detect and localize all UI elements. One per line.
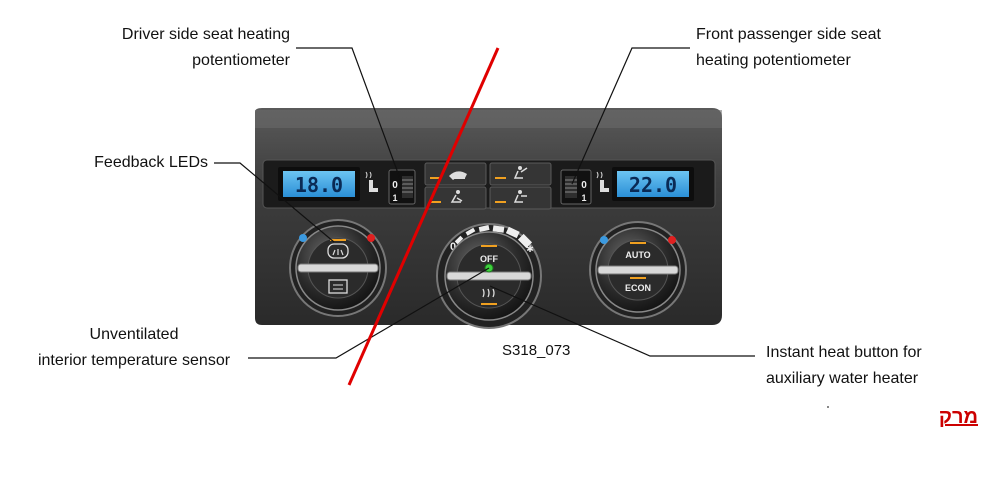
defrost-icon[interactable] [327,243,349,259]
rear-defrost-icon[interactable] [328,279,348,294]
right-temperature-display: 22.0 [612,167,694,201]
leader-driver-seat [296,47,403,185]
pot-left-top: 0 [392,180,398,191]
stray-dot [827,406,829,408]
instant-heat-label-line2: auxiliary water heater [766,370,919,387]
driver-seat-label-line2: potentiometer [192,52,290,69]
instant-heat-icon[interactable] [482,288,495,298]
right-hot-indicator [668,236,676,244]
right-temperature-knob[interactable]: AUTO ECON [589,221,687,319]
driver-seat-label-line1: Driver side seat heating [121,26,290,43]
airflow-face-icon[interactable] [513,190,527,203]
leader-passenger-seat [571,47,690,185]
leader-feedback-leds [214,162,335,243]
right-cold-indicator [600,236,608,244]
fan-speed-scale: ✱ [454,225,534,254]
right-display-text: 22.0 [629,173,677,197]
sensor-label-line2: interior temperature sensor [37,352,231,369]
auto-button[interactable]: AUTO [625,250,650,260]
sensor-label: Unventilated interior temperature sensor [0,322,268,374]
leader-sensor [248,267,490,359]
red-diagonal-line [347,47,500,386]
recirculation-icon[interactable] [449,171,467,180]
left-temperature-knob[interactable] [289,219,387,317]
pot-right-bottom: 1 [581,193,586,203]
hebrew-link[interactable]: מרק [938,406,978,428]
driver-seat-label: Driver side seat heating potentiometer [60,22,290,74]
pot-right-top: 0 [581,180,587,191]
left-cold-indicator [299,234,307,242]
sensor-label-line1: Unventilated [89,326,179,343]
left-temperature-display: 18.0 [278,167,360,201]
feedback-leds-label: Feedback LEDs [94,154,208,171]
airflow-feet-icon[interactable] [450,190,463,203]
airflow-up-icon[interactable] [513,166,528,179]
fan-zero-label: 0 [450,241,456,253]
passenger-seat-label: Front passenger side seat heating potent… [696,22,956,74]
instant-heat-label: Instant heat button for auxiliary water … [766,340,986,392]
svg-text:✱: ✱ [526,244,534,254]
left-display-text: 18.0 [295,173,343,197]
left-hot-indicator [367,234,375,242]
driver-seat-potentiometer[interactable]: 0 1 [388,169,416,205]
fan-speed-knob[interactable]: ✱ 0 OFF [436,223,542,329]
leader-instant-heat [489,285,755,357]
econ-button[interactable]: ECON [625,283,651,293]
leader-lines [214,47,755,359]
passenger-seat-label-line1: Front passenger side seat [696,26,881,43]
passenger-seat-label-line2: heating potentiometer [696,52,851,69]
passenger-seat-potentiometer[interactable]: 0 1 [560,169,592,205]
instant-heat-label-line1: Instant heat button for [766,344,922,361]
figure-code: S318_073 [502,342,571,359]
seat-heat-icon-right [596,171,609,192]
off-button[interactable]: OFF [480,254,498,264]
pot-left-bottom: 1 [392,193,397,203]
seat-heat-icon-left [365,171,378,192]
